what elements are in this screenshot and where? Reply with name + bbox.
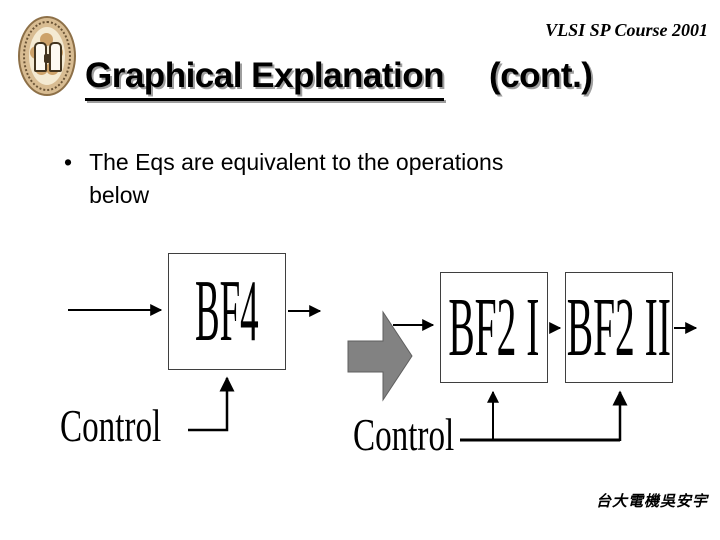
seal-character-ring <box>23 21 71 91</box>
bf2-ii-block: BF2 II <box>565 272 673 383</box>
bf2-i-label: BF2 I <box>448 280 540 374</box>
footer-signature: 台大電機吳安宇 <box>595 493 708 510</box>
bullet-text: The Eqs are equivalent to the operations… <box>89 146 503 212</box>
ntu-seal-logo-icon <box>18 16 76 96</box>
bf4-block: BF4 <box>168 253 286 370</box>
slide-title: Graphical Explanation (cont.) <box>85 56 593 101</box>
slide-title-cont: (cont.) <box>489 56 593 95</box>
slide-title-main: Graphical Explanation <box>85 56 445 101</box>
course-name: VLSI SP Course 2001 <box>545 20 708 40</box>
bf4-control-arrow <box>188 376 235 432</box>
bullet-line-2: below <box>89 182 150 208</box>
right-control-label: Control <box>353 409 455 460</box>
bf4-label: BF4 <box>195 262 259 360</box>
bf2-i-block: BF2 I <box>440 272 548 383</box>
seal-pillar <box>49 42 62 72</box>
bullet-marker: • <box>64 149 73 175</box>
bullet-line-1: The Eqs are equivalent to the operations <box>89 149 504 175</box>
implies-block-arrow-icon <box>347 310 413 402</box>
bullet-item: • The Eqs are equivalent to the operatio… <box>64 146 503 212</box>
seal-center-mark <box>44 54 50 63</box>
bf2-ii-label: BF2 II <box>566 280 672 374</box>
left-control-label: Control <box>60 400 162 451</box>
